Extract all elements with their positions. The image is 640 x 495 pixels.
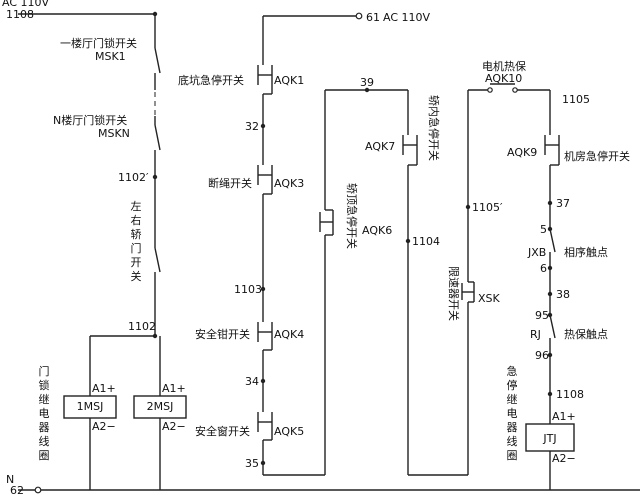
jxb-contact-icon (549, 228, 556, 253)
door-lock-column: 一楼厅门锁开关 MSK1 N楼厅门锁开关 MSKN 1102′ 1102 A1+… (53, 14, 187, 490)
coil-jtj-minus-label: A2− (552, 452, 576, 465)
xsk-description: 限速器开关 (447, 266, 461, 321)
msk1-description: 一楼厅门锁开关 (60, 36, 137, 50)
neutral-letter-label: N (6, 473, 14, 486)
node-1102p-junction (152, 174, 158, 180)
jxb-code: JXB (527, 246, 546, 259)
node-37-label: 37 (556, 197, 570, 210)
coil-2-minus-label: A2− (162, 420, 186, 433)
node-95-junction (547, 312, 553, 318)
coil-2-plus-label: A1+ (162, 382, 186, 395)
node-39-label: 39 (360, 76, 374, 89)
supply-labels: AC 110V 1108 61 AC 110V N 62 (2, 0, 431, 495)
node-32-label: 32 (245, 120, 259, 133)
mskn-code: MSKN (98, 127, 130, 140)
left-voltage-label: AC 110V (2, 0, 50, 9)
aqk10-code: AQK10 (485, 72, 522, 85)
msk1-contact-icon (154, 47, 161, 74)
coil-1-minus-label: A2− (92, 420, 116, 433)
node-1108-label: 1108 (556, 388, 584, 401)
relay-coil-jtj (525, 423, 575, 452)
motor-thermal-governor-column: 电机热保 AQK10 1105′ 限速器开关 XSK (447, 59, 550, 475)
supply-rails (18, 11, 640, 494)
node-96-junction (547, 352, 553, 358)
right-voltage-label: AC 110V (383, 11, 431, 24)
node-38-label: 38 (556, 288, 570, 301)
node-1105p-label: 1105′ (472, 201, 503, 214)
mskn-contact-icon (154, 124, 161, 151)
aqk5-code: AQK5 (274, 425, 304, 438)
aqk6-code: AQK6 (362, 224, 392, 237)
aqk9-code: AQK9 (507, 146, 537, 159)
emergency-relay-coil-label: 急停继电器线圈 (507, 364, 518, 462)
node-35-junction (260, 460, 266, 466)
node-6-junction (547, 265, 553, 271)
aqk3-code: AQK3 (274, 177, 304, 190)
aqk5-description: 安全窗开关 (195, 424, 250, 438)
svg-text:限速器开关: 限速器开关 (447, 266, 461, 321)
machine-room-stop-column: 1105 AQK9 机房急停开关 37 5 JXB 相序触点 6 38 95 R… (507, 90, 630, 490)
coil-jtj-plus-label: A1+ (552, 410, 576, 423)
car-stop-column: 轿顶急停开关 AQK6 39 AQK7 轿内急停开关 1104 (319, 76, 468, 476)
coil-jtj-label: JTJ (542, 432, 556, 445)
pit-and-safety-column: 底坑急停开关 AQK1 32 断绳开关 AQK3 1103 安全钳开关 AQK4… (178, 16, 325, 476)
node-1104-junction (405, 238, 411, 244)
node-1108-junction (547, 391, 553, 397)
node-38-junction (547, 291, 553, 297)
aqk7-code: AQK7 (365, 140, 395, 153)
node-96-label: 96 (535, 349, 549, 362)
neutral-node-label: 62 (10, 484, 24, 495)
coil-1msj-label: 1MSJ (77, 400, 104, 413)
neutral-terminal (34, 486, 42, 494)
node-1103-junction (260, 286, 266, 292)
coil-2msj-label: 2MSJ (147, 400, 174, 413)
aqk1-code: AQK1 (274, 74, 304, 87)
node-1102-label: 1102 (128, 320, 156, 333)
relay-coil-1msj (63, 395, 117, 419)
node-37-junction (547, 200, 553, 206)
msk1-code: MSK1 (95, 50, 126, 63)
aqk4-code: AQK4 (274, 328, 304, 341)
node-1105p-junction (465, 204, 471, 210)
node-5-label: 5 (540, 223, 547, 236)
node-6-label: 6 (540, 262, 547, 275)
car-door-contact-icon (154, 247, 161, 273)
node-1104-label: 1104 (412, 235, 440, 248)
rj-code: RJ (530, 328, 541, 341)
door-lock-relay-coil-label: 门锁继电器线圈 (39, 364, 50, 462)
aqk9-description: 机房急停开关 (564, 149, 630, 163)
aqk3-description: 断绳开关 (208, 176, 252, 190)
node-5-junction (547, 226, 553, 232)
node-34-junction (260, 378, 266, 384)
motor-thermal-label: 电机热保 (482, 59, 526, 73)
node-1102p-label: 1102′ (118, 171, 149, 184)
relay-coil-2msj (133, 395, 187, 419)
node-34-label: 34 (245, 375, 259, 388)
left-node-label: 1108 (6, 8, 34, 21)
svg-text:轿内急停开关: 轿内急停开关 (427, 95, 441, 161)
aqk1-description: 底坑急停开关 (178, 73, 244, 87)
car-door-switch-label: 左右轿门开关 (131, 200, 142, 283)
aqk6-description: 轿顶急停开关 (345, 183, 359, 249)
node-39-junction (364, 87, 370, 93)
node-1103-label: 1103 (234, 283, 262, 296)
jxb-description: 相序触点 (564, 245, 608, 259)
svg-text:轿顶急停开关: 轿顶急停开关 (345, 183, 359, 249)
right-node-label: 61 (366, 11, 380, 24)
rj-contact-icon (549, 314, 556, 339)
node-95-label: 95 (535, 309, 549, 322)
xsk-code: XSK (478, 292, 501, 305)
right-supply-terminal (355, 12, 363, 20)
mskn-description: N楼厅门锁开关 (53, 113, 127, 127)
node-1105-label: 1105 (562, 93, 590, 106)
aqk7-description: 轿内急停开关 (427, 95, 441, 161)
rj-description: 热保触点 (564, 327, 608, 341)
node-32-junction (260, 123, 266, 129)
coil-1-plus-label: A1+ (92, 382, 116, 395)
node-35-label: 35 (245, 457, 259, 470)
aqk4-description: 安全钳开关 (195, 327, 250, 341)
